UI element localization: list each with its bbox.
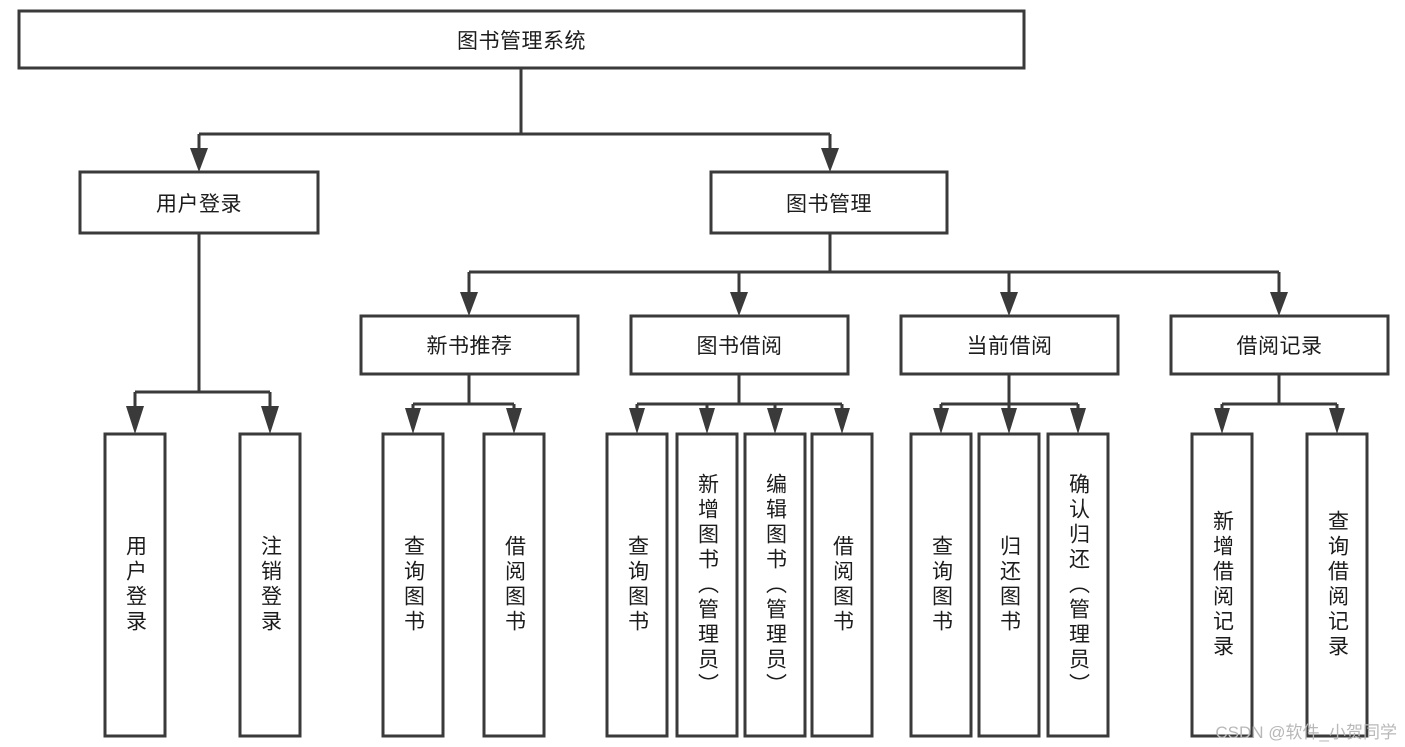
connector-group-book-manage [460, 233, 1288, 316]
arrow-head-book-manage [821, 148, 839, 172]
arrow-head-bb-add [699, 408, 715, 434]
arrow-head-current-borrow [1000, 292, 1018, 316]
arrow-head-leaf-user-login [126, 406, 144, 434]
arrow-head-cb-return [1001, 408, 1017, 434]
leaf-box-current-borrow-1[interactable] [977, 432, 1041, 738]
arrow-head-user-login [190, 148, 208, 172]
leaf-box-user-login-0[interactable] [103, 432, 167, 738]
node-new-book-recommend-box[interactable] [359, 314, 580, 376]
arrow-head-cb-confirm [1070, 408, 1086, 434]
arrow-head-new-book [460, 292, 478, 316]
leaf-box-user-login-1[interactable] [238, 432, 302, 738]
leaf-box-new-book-1[interactable] [482, 432, 546, 738]
leaf-box-borrow-record-1[interactable] [1305, 432, 1369, 738]
arrow-head-borrow-record [1270, 292, 1288, 316]
arrow-head-bb-edit [767, 408, 783, 434]
arrow-head-bb-borrow [834, 408, 850, 434]
arrow-head-nb-borrow [506, 408, 522, 434]
leaf-box-current-borrow-0[interactable] [909, 432, 973, 738]
leaf-box-book-borrow-3[interactable] [810, 432, 874, 738]
leaf-box-borrow-record-0[interactable] [1190, 432, 1254, 738]
connector-group-user-login [126, 233, 279, 434]
arrow-head-br-add [1214, 408, 1230, 434]
arrow-head-book-borrow [730, 292, 748, 316]
node-borrow-record-box[interactable] [1169, 314, 1390, 376]
node-book-borrow-box[interactable] [629, 314, 850, 376]
connector-group-book-borrow [629, 374, 850, 434]
node-book-manage-box[interactable] [709, 170, 949, 235]
arrow-head-br-query [1329, 408, 1345, 434]
leaf-box-book-borrow-2[interactable] [743, 432, 807, 738]
leaf-box-book-borrow-1[interactable] [675, 432, 739, 738]
connector-group-new-book [405, 374, 522, 434]
node-root-box[interactable] [17, 9, 1026, 70]
node-user-login-box[interactable] [78, 170, 320, 235]
leaf-box-new-book-0[interactable] [381, 432, 445, 738]
arrow-head-nb-query [405, 408, 421, 434]
connector-group-borrow-record [1214, 374, 1345, 434]
connector-group-root [190, 68, 839, 172]
leaf-box-book-borrow-0[interactable] [605, 432, 669, 738]
arrow-head-bb-query [629, 408, 645, 434]
node-current-borrow-box[interactable] [899, 314, 1120, 376]
leaf-box-current-borrow-2[interactable] [1046, 432, 1110, 738]
arrow-head-leaf-logout [261, 406, 279, 434]
connector-group-current-borrow [933, 374, 1086, 434]
arrow-head-cb-query [933, 408, 949, 434]
